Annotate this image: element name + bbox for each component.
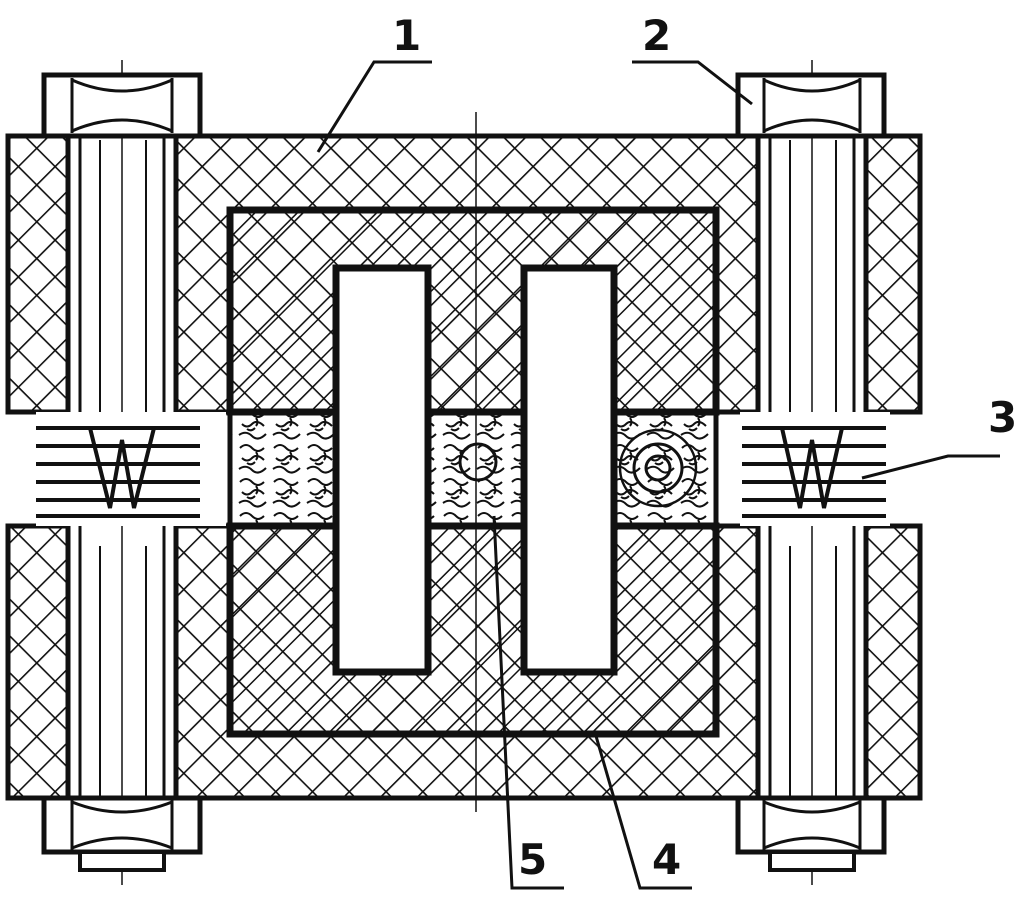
window-slot-right — [520, 264, 618, 676]
core-lower — [226, 522, 720, 738]
nut-bottom-left — [41, 795, 203, 872]
leader-4 — [594, 735, 692, 890]
leader-3 — [861, 454, 1000, 480]
gap-pad-left — [227, 409, 339, 529]
callout-2: 2 — [642, 11, 671, 60]
nut-top-right — [735, 72, 887, 139]
core-upper — [226, 206, 720, 416]
callout-5: 5 — [518, 835, 547, 884]
leader-2 — [632, 60, 753, 106]
window-slot-left — [332, 264, 432, 676]
callout-3: 3 — [988, 393, 1017, 442]
callout-4: 4 — [652, 835, 681, 884]
nut-top-left — [41, 72, 203, 139]
leader-5 — [492, 515, 564, 890]
leader-1 — [316, 60, 432, 153]
gap-pad-right — [611, 409, 719, 529]
spring-left — [36, 412, 226, 526]
spring-right — [740, 412, 890, 526]
nut-bottom-right — [735, 795, 887, 872]
callout-1: 1 — [392, 11, 421, 60]
